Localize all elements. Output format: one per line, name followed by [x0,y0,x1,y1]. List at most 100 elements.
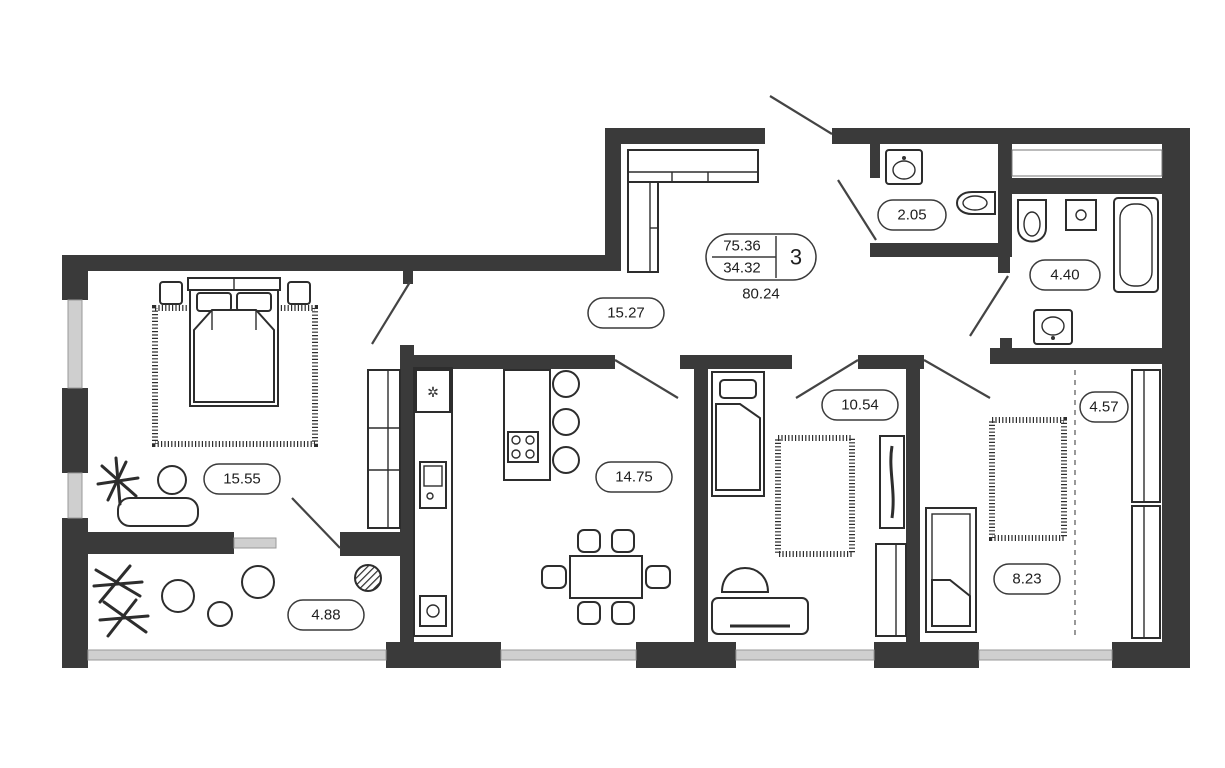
wall-toilet-bottom [870,243,1010,257]
window-balcony [87,649,387,661]
window-top-right [1011,149,1163,177]
nightstand-right [287,281,311,305]
window-left-2 [67,472,83,519]
wall-bath-left [998,243,1010,273]
chair-2 [611,529,635,553]
wall-right [1162,128,1190,668]
area-bedroom-2: 10.54 [841,397,879,414]
cooktop [507,431,539,463]
kitchen-island [503,369,551,481]
wall-bath-bottom [990,348,1180,364]
label-bathroom: 4.40 [1029,259,1101,291]
master-bedroom-furniture [96,277,401,529]
area-bathroom: 4.40 [1050,267,1079,284]
total-area-value: 80.24 [742,286,780,303]
door-bedroom3 [923,359,991,399]
label-kitchen: 14.75 [595,461,673,493]
chair-6 [645,565,671,589]
wardrobe-master [367,369,401,529]
windows [67,149,1163,661]
window-left-1 [67,299,83,389]
label-wardrobe: 4.57 [1079,391,1129,423]
area-bedroom-master: 15.55 [223,471,261,488]
stool-2 [552,408,580,436]
wall-stub-2 [403,270,413,284]
door-toilet [837,179,877,241]
plant-balcony-2-icon [98,598,150,638]
door-bedroom2 [795,359,859,399]
window-bedroom3 [978,649,1113,661]
area-bedroom-3: 8.23 [1012,571,1041,588]
label-bedroom-master: 15.55 [203,463,281,495]
nightstand-left [159,281,183,305]
wall-bath-stub [1000,338,1012,364]
door-kitchen [614,359,679,399]
rug-bedroom2 [775,435,855,557]
wall-stub [400,345,414,357]
stool-3 [552,446,580,474]
wall-toilet-right [998,144,1012,257]
wall-toilet-left [870,144,880,178]
window-balcony-side [233,537,277,549]
wall-top-right [832,128,1190,144]
wall-kitchen-left [400,345,414,668]
pillow-right [236,292,272,312]
rug-master [152,305,318,447]
wall-bottom-4 [1112,642,1190,668]
balcony-chair-2 [241,565,275,599]
desk [711,597,809,635]
wardrobe-2 [875,543,907,637]
door-bathroom [969,275,1009,337]
summary-badge: 75.36 34.32 3 80.24 [705,233,817,303]
balcony-round-item [354,564,382,592]
area-kitchen: 14.75 [615,469,653,486]
room-labels: 15.27 15.55 4.88 14.75 10.54 8.23 4.57 [203,199,1129,631]
wall-top-hall [605,128,765,144]
oven [419,595,447,627]
desk-chair [720,567,770,593]
bath-sink [1033,309,1073,345]
fridge [415,369,451,413]
balcony-furniture [92,564,382,638]
wall-kb2-v [694,355,708,668]
label-bedroom-3: 8.23 [993,563,1061,595]
pouf [157,465,187,495]
hall-furniture [627,149,759,273]
blanket-2 [715,403,761,491]
plant-master-icon [96,456,140,506]
kitchen-furniture: ✲ [413,367,671,637]
chair-3 [577,601,601,625]
toilet-furniture [885,149,996,215]
bathtub [1113,197,1159,293]
plant-balcony-1-icon [92,564,144,604]
wall-balcony-top [62,532,234,554]
room-count: 3 [790,245,802,270]
bathroom-furniture [1017,197,1159,345]
washing-machine [1065,199,1097,231]
pillow-2 [719,379,757,399]
door-entrance [769,95,833,135]
wardrobe-rack-1 [1131,369,1161,503]
wall-bath-top [998,178,1178,194]
chair-5 [541,565,567,589]
wall-bottom-3 [874,642,979,668]
chair-1 [577,529,601,553]
label-balcony: 4.88 [287,599,365,631]
snowflake-icon: ✲ [427,384,439,400]
stool-1 [552,370,580,398]
bedroom2-furniture [711,371,907,637]
living-space-value: 34.32 [723,260,761,277]
living-area-value: 75.36 [723,238,761,255]
blanket-3 [931,579,971,627]
bath-toilet [1017,199,1047,243]
wall-kitchen-top [400,355,615,369]
wall-left-top [62,255,88,300]
wall-bottom-2 [636,642,736,668]
door-bedroom-master [371,281,411,345]
window-bedroom2 [735,649,875,661]
blanket [193,309,275,403]
area-wardrobe: 4.57 [1089,399,1118,416]
walls [62,128,1190,668]
wardrobe-rack-2 [1131,505,1161,639]
